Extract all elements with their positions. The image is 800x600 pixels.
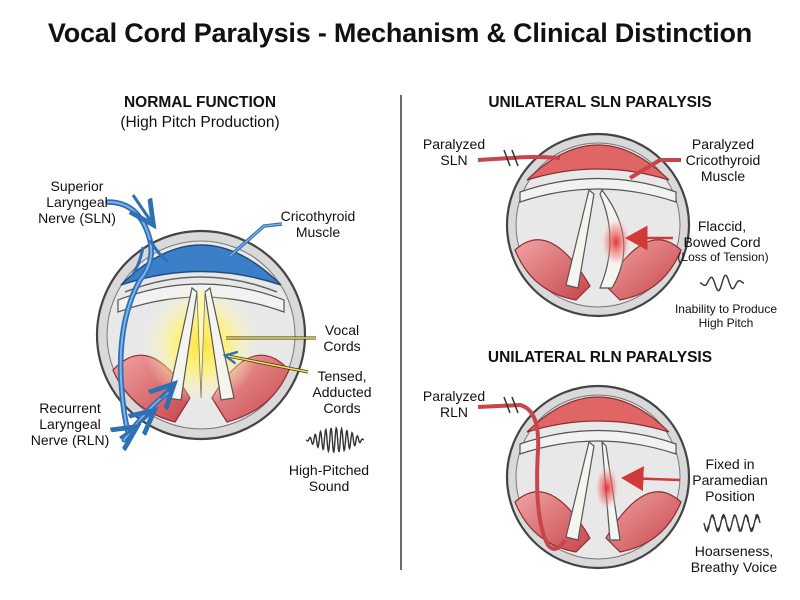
low-pitch-waveform	[700, 274, 744, 292]
loss-of-tension-label: (Loss of Tension)	[677, 250, 769, 264]
page-title: Vocal Cord Paralysis - Mechanism & Clini…	[47, 18, 753, 48]
hoarseness-label: Hoarseness,Breathy Voice	[690, 543, 778, 575]
sln-arrow	[133, 194, 150, 220]
normal-subheading: (High Pitch Production)	[120, 114, 280, 131]
paralyzed-sln-nerve	[477, 155, 561, 162]
high-pitch-waveform	[305, 426, 365, 454]
paralyzed-muscle-leader	[628, 158, 681, 180]
flaccid-cord-label: Flaccid,Bowed Cord	[683, 218, 761, 250]
sln-paralysis-heading: UNILATERAL SLN PARALYSIS	[488, 94, 712, 111]
normal-heading: NORMAL FUNCTION	[123, 94, 277, 111]
sln-larynx	[505, 132, 691, 318]
panel-divider	[400, 95, 402, 570]
rln-paralysis-heading: UNILATERAL RLN PARALYSIS	[487, 349, 713, 366]
paralyzed-rln-nerve	[477, 402, 567, 551]
hoarse-waveform	[703, 513, 761, 534]
sln-branch	[148, 239, 169, 264]
rln-larynx	[505, 384, 691, 570]
normal-larynx	[95, 229, 307, 441]
paramedian-leader	[621, 466, 681, 492]
